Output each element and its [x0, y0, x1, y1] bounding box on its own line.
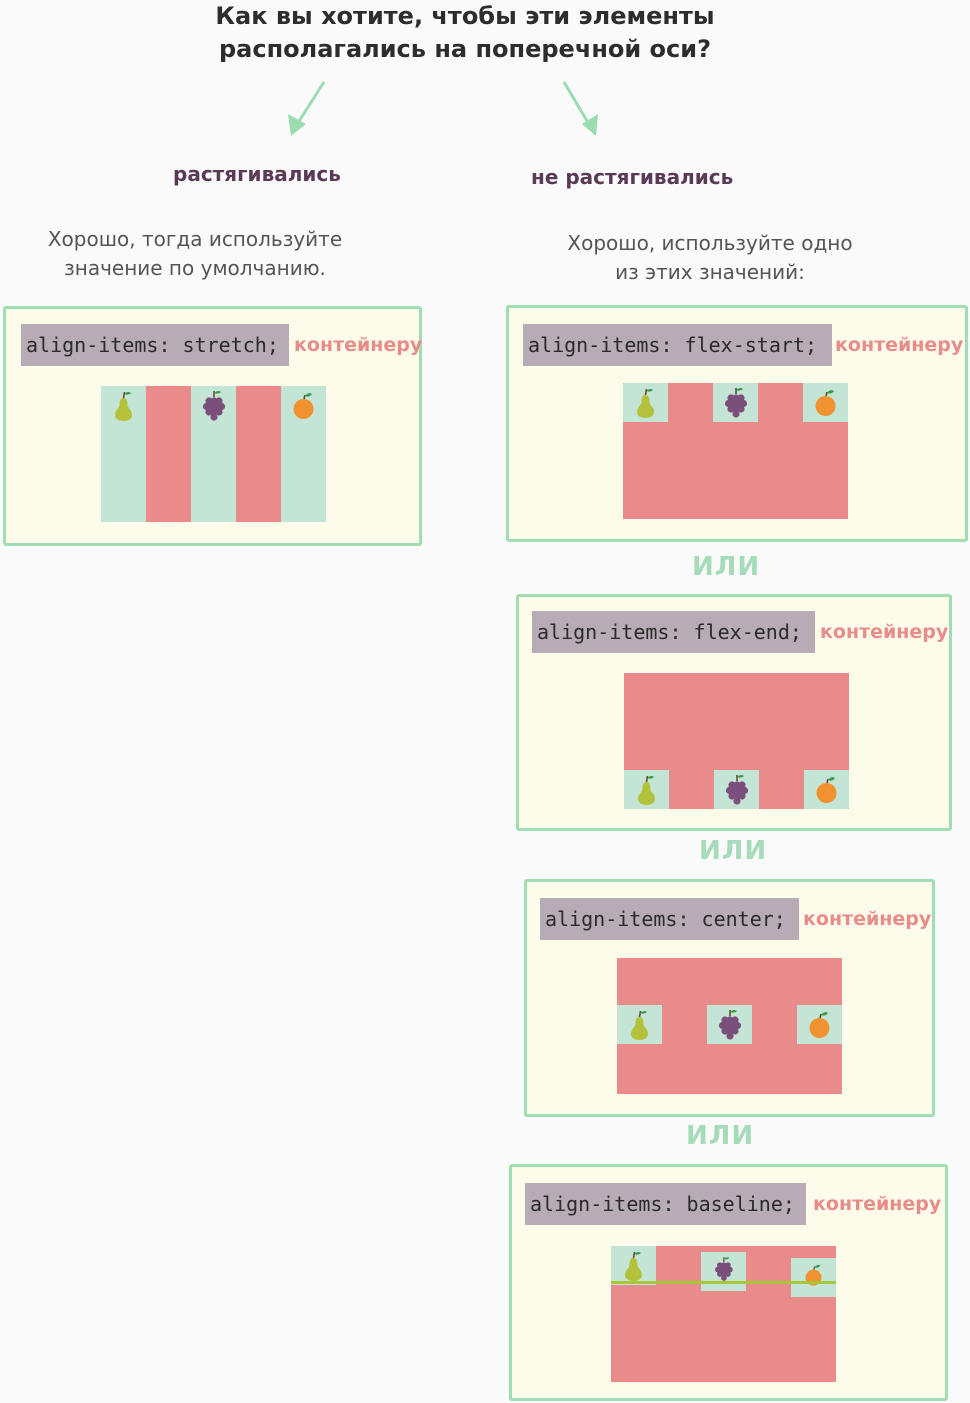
target-label: контейнеру [803, 908, 932, 930]
arrow-right-icon [562, 81, 598, 136]
panel-stretch: align-items: stretch; контейнеру [3, 306, 422, 546]
orange-icon [809, 1012, 830, 1038]
target-label: контейнеру [820, 621, 949, 643]
target-label: контейнеру [813, 1193, 942, 1215]
flex-item [791, 1258, 836, 1297]
code-baseline: align-items: baseline; [525, 1183, 806, 1225]
advice-stretch: Хорошо, тогда используйте значение по ум… [20, 225, 370, 283]
grapes-icon [718, 1010, 742, 1040]
separator-or: ИЛИ [699, 836, 768, 866]
panel-flex-start: align-items: flex-start; контейнеру [506, 305, 968, 542]
flex-container [624, 673, 849, 809]
flex-container [101, 386, 326, 522]
pear-icon [625, 1251, 642, 1281]
flex-item [804, 770, 849, 809]
pear-icon [637, 388, 654, 418]
orange-icon [816, 777, 837, 803]
flex-item [624, 770, 669, 809]
question-title: Как вы хотите, чтобы эти элементы распол… [0, 0, 930, 66]
separator-or: ИЛИ [686, 1121, 755, 1151]
advice-stretch-line-2: значение по умолчанию. [64, 256, 326, 280]
flex-container [611, 1246, 836, 1382]
pear-icon [631, 1010, 648, 1040]
target-label: контейнеру [294, 334, 423, 356]
separator-or: ИЛИ [692, 552, 761, 582]
flex-container [617, 958, 842, 1094]
question-line-1: Как вы хотите, чтобы эти элементы [215, 2, 715, 30]
panel-baseline: align-items: baseline; контейнеру [509, 1164, 948, 1401]
grapes-icon [715, 1257, 733, 1281]
flex-item [281, 386, 326, 522]
pear-icon [638, 775, 655, 805]
branch-label-stretch: растягивались [173, 162, 341, 186]
panel-center: align-items: center; контейнеру [524, 879, 935, 1117]
grapes-icon [202, 391, 226, 421]
flex-item [191, 386, 236, 522]
code-center: align-items: center; [540, 898, 799, 940]
orange-icon [293, 393, 314, 419]
question-line-2: располагались на поперечной оси? [218, 35, 712, 63]
flex-item [623, 383, 668, 422]
flex-item [701, 1252, 746, 1291]
orange-icon [815, 390, 836, 416]
flex-container [623, 383, 848, 519]
flex-item [803, 383, 848, 422]
branch-label-no-stretch: не растягивались [531, 165, 734, 189]
flex-item [713, 383, 758, 422]
advice-no-stretch-line-1: Хорошо, используйте одно [567, 231, 853, 255]
flex-item [101, 386, 146, 522]
arrow-left-icon [288, 81, 326, 136]
advice-no-stretch-line-2: из этих значений: [615, 260, 805, 284]
target-label: контейнеру [835, 334, 964, 356]
flex-item [611, 1246, 656, 1285]
flex-item [707, 1005, 752, 1044]
grapes-icon [724, 388, 748, 418]
panel-flex-end: align-items: flex-end; контейнеру [516, 594, 952, 831]
grapes-icon [725, 775, 749, 805]
advice-stretch-line-1: Хорошо, тогда используйте [47, 227, 343, 251]
pear-icon [115, 391, 132, 421]
flex-item [797, 1005, 842, 1044]
baseline-line [611, 1281, 836, 1284]
flex-item [617, 1005, 662, 1044]
advice-no-stretch: Хорошо, используйте одно из этих значени… [535, 229, 885, 287]
code-flex-start: align-items: flex-start; [523, 324, 832, 366]
flex-item [714, 770, 759, 809]
orange-icon [805, 1264, 822, 1286]
code-flex-end: align-items: flex-end; [532, 611, 815, 653]
code-stretch: align-items: stretch; [21, 324, 289, 366]
